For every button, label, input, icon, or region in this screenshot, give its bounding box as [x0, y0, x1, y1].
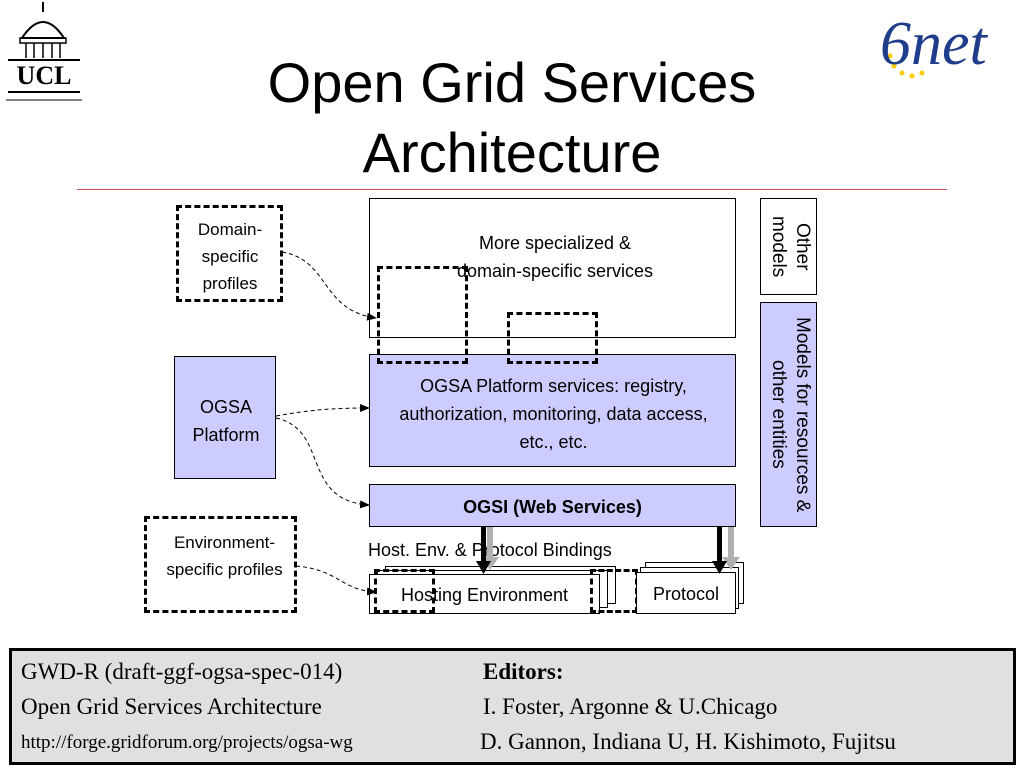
footer-url[interactable]: http://forge.gridforum.org/projects/ogsa…: [21, 732, 353, 753]
eu-stars-icon: [883, 33, 925, 79]
footer-editor-2: D. Gannon, Indiana U, H. Kishimoto, Fuji…: [480, 729, 896, 754]
footer-box: GWD-R (draft-ggf-ogsa-spec-014) Open Gri…: [9, 648, 1016, 765]
arrow-protocol-head: [712, 561, 727, 574]
models-resources-box: Models for resources & other entities: [760, 302, 817, 527]
arrow-shadow-protocol: [728, 527, 734, 561]
arrow-host: [481, 527, 486, 563]
footer-doc-title: Open Grid Services Architecture: [21, 694, 322, 719]
platform-services-label: OGSA Platform services: registry, author…: [399, 376, 708, 452]
specialized-services-label: More specialized & domain-specific servi…: [456, 233, 654, 281]
connector-platform-to-ogsi: [275, 417, 370, 509]
other-models-label: Other models: [768, 215, 813, 278]
arrow-shadow-protocol-head: [722, 557, 740, 570]
footer-doc-id: GWD-R (draft-ggf-ogsa-spec-014): [21, 659, 343, 684]
connector-platform-to-services: [275, 404, 370, 417]
title-divider: [77, 189, 947, 190]
service-placeholder-1: [377, 266, 468, 364]
environment-profiles-box: Environment-specific profiles: [144, 516, 297, 613]
service-placeholder-2: [507, 312, 598, 364]
6net-logo-text: 6net: [880, 10, 987, 78]
6net-logo: 6net: [876, 6, 1016, 90]
title-line-1: Open Grid Services: [267, 51, 757, 114]
models-resources-label: Models for resources & other entities: [768, 316, 813, 513]
arrow-protocol: [717, 527, 722, 563]
environment-profiles-label: Environment-specific profiles: [166, 533, 283, 579]
platform-services-box: OGSA Platform services: registry, author…: [369, 354, 736, 467]
connector-env-profiles: [295, 565, 377, 596]
hosting-env-box: Hosting Environment: [369, 574, 600, 614]
domain-profiles-label: Domain-specific profiles: [197, 220, 263, 293]
arrow-shadow-host: [487, 527, 493, 561]
protocol-box: Protocol: [636, 572, 736, 614]
arrow-host-head: [476, 561, 491, 574]
ucl-portico-icon: [6, 2, 82, 101]
page-title: Open Grid Services Architecture: [0, 48, 1024, 188]
title-line-2: Architecture: [362, 121, 662, 184]
ucl-logo: UCL: [4, 0, 84, 108]
connector-domain-profiles: [281, 251, 377, 321]
ogsa-platform-box: OGSA Platform: [174, 356, 276, 479]
ogsa-platform-label: OGSA Platform: [192, 397, 260, 445]
domain-profiles-box: Domain-specific profiles: [176, 205, 283, 302]
ucl-logo-text: UCL: [16, 61, 72, 90]
footer-editor-1: I. Foster, Argonne & U.Chicago: [483, 694, 778, 719]
other-models-box: Other models: [760, 198, 817, 295]
protocol-label: Protocol: [652, 584, 720, 604]
hosting-env-label: Hosting Environment: [400, 585, 569, 605]
ogsi-label: OGSI (Web Services): [463, 497, 642, 517]
ogsi-box: OGSI (Web Services): [369, 484, 736, 527]
footer-editors-label: Editors:: [483, 659, 564, 684]
